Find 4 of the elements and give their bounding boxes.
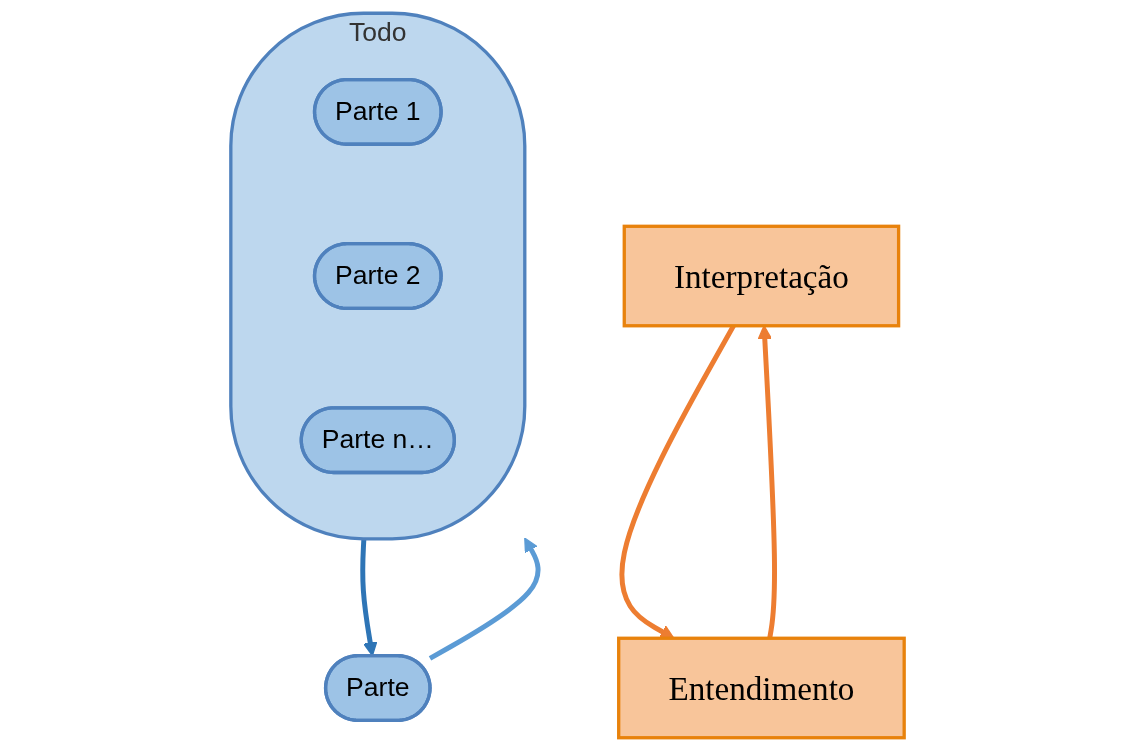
arrow bbox=[428, 537, 541, 661]
arrow bbox=[757, 325, 777, 639]
node-box: Interpretação bbox=[622, 224, 901, 328]
node-box: Entendimento bbox=[617, 636, 906, 740]
